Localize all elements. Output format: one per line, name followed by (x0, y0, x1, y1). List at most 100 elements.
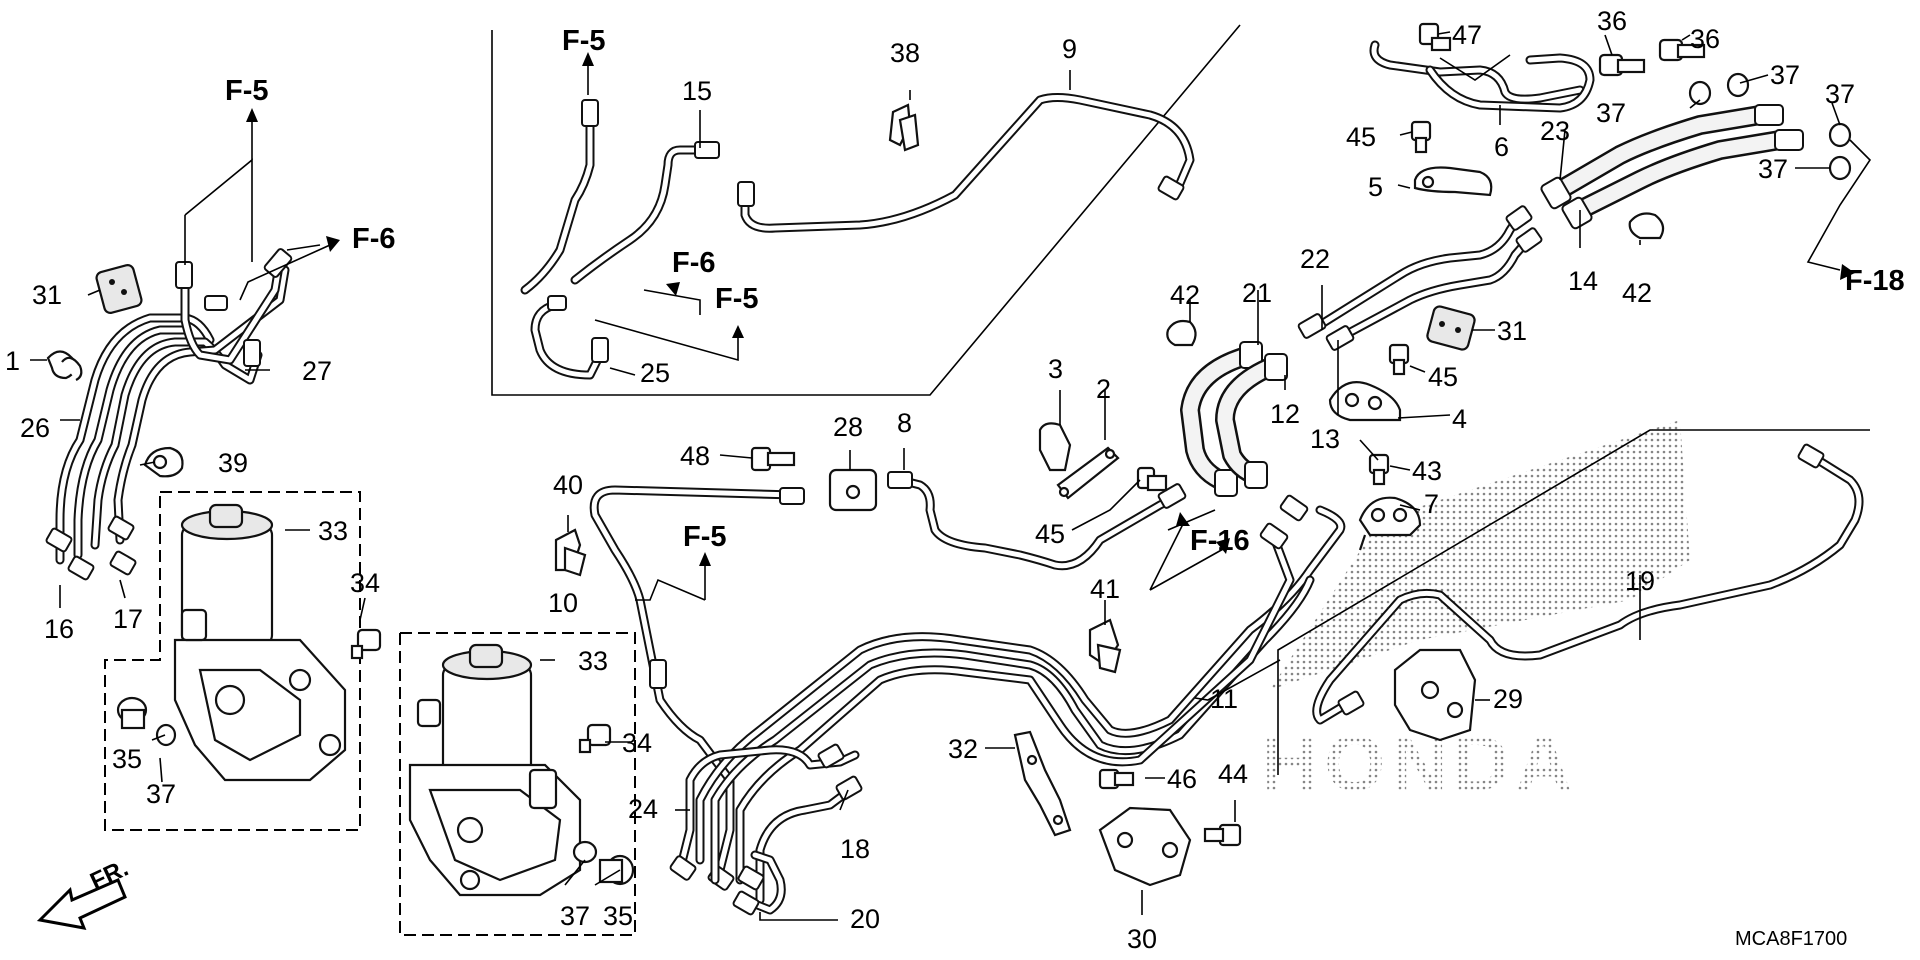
pipe-24 (669, 743, 860, 881)
ref-f6-upper-left: F-6 (352, 223, 396, 255)
callout-19: 19 (1625, 566, 1655, 596)
ref-f5-box-bottom: F-5 (715, 283, 759, 315)
callout-17: 17 (113, 604, 143, 634)
callout-33-left: 33 (318, 516, 348, 546)
callout-48: 48 (680, 441, 710, 471)
callout-2: 2 (1096, 374, 1111, 404)
callout-43: 43 (1412, 456, 1442, 486)
callout-12: 12 (1270, 399, 1300, 429)
washer-37-left (155, 723, 177, 747)
pipe-15 (520, 99, 720, 295)
bolt-47 (1418, 22, 1452, 52)
pipe-18 (755, 775, 863, 905)
callout-37-upper-c: 37 (1825, 79, 1855, 109)
front-direction-arrow: FR. (36, 855, 133, 930)
diagram-code: MCA8F1700 (1735, 928, 1847, 950)
clip-42-right (1628, 212, 1665, 240)
callout-16: 16 (44, 614, 74, 644)
honda-watermark: HONDA (1262, 420, 1690, 807)
bolt-46 (1098, 768, 1135, 790)
callout-41: 41 (1090, 574, 1120, 604)
callout-32: 32 (948, 734, 978, 764)
pipe-19 (1312, 443, 1864, 725)
callout-6: 6 (1494, 132, 1509, 162)
hose-14 (1561, 129, 1804, 230)
clip-41 (1088, 618, 1122, 674)
grommet-31-right (1426, 305, 1476, 351)
callout-29: 29 (1493, 684, 1523, 714)
pipe-8 (887, 471, 1187, 571)
callout-36-left: 36 (1597, 6, 1627, 36)
bracket-32 (1013, 730, 1072, 837)
bolt-44 (1203, 823, 1242, 847)
part-callouts: 31 1 26 27 39 16 17 33 34 35 37 33 34 37… (5, 6, 1855, 954)
pipe-9 (737, 93, 1195, 233)
callout-25: 25 (640, 358, 670, 388)
bolt-43 (1368, 453, 1390, 486)
callout-30: 30 (1127, 924, 1157, 954)
callout-23: 23 (1540, 116, 1570, 146)
ref-f5-middle: F-5 (683, 521, 727, 553)
pipe-6 (1369, 40, 1595, 113)
callout-45-middle: 45 (1035, 519, 1065, 549)
callout-39: 39 (218, 448, 248, 478)
callout-38: 38 (890, 38, 920, 68)
callout-31-right: 31 (1497, 316, 1527, 346)
callout-3: 3 (1048, 354, 1063, 384)
callout-37-left: 37 (146, 779, 176, 809)
clamp-5 (1413, 166, 1493, 197)
joint-28 (828, 468, 878, 512)
honda-wordmark: HONDA (1262, 719, 1578, 807)
callout-37-upper-d: 37 (1758, 154, 1788, 184)
hose-12 (1215, 353, 1288, 489)
callout-22: 22 (1300, 244, 1330, 274)
callout-20: 20 (850, 904, 880, 934)
callout-45-right: 45 (1428, 362, 1458, 392)
bolt-34-right (578, 723, 612, 754)
callout-47: 47 (1452, 20, 1482, 50)
callout-15: 15 (682, 76, 712, 106)
callout-14: 14 (1568, 266, 1598, 296)
callout-8: 8 (897, 408, 912, 438)
callout-42-left: 42 (1170, 280, 1200, 310)
callout-24: 24 (628, 794, 658, 824)
callout-1: 1 (5, 346, 20, 376)
washer-37-upper (1688, 72, 1852, 181)
pipe-25 (530, 295, 609, 380)
callout-28: 28 (833, 412, 863, 442)
callout-46: 46 (1167, 764, 1197, 794)
callout-31-left: 31 (32, 280, 62, 310)
clip-40 (554, 528, 587, 577)
plate-2 (1056, 446, 1120, 500)
callout-33-right: 33 (578, 646, 608, 676)
bolt-36-right (1658, 38, 1706, 62)
modulator-33-left (173, 503, 347, 782)
bolt-45-middle (1136, 466, 1168, 492)
bolt-35-left (116, 696, 148, 730)
clip-39 (143, 446, 184, 478)
callout-37-right: 37 (560, 901, 590, 931)
washer-37-right (572, 840, 598, 864)
callout-5: 5 (1368, 172, 1383, 202)
panel-frames (104, 24, 1870, 936)
callout-45-upper: 45 (1346, 122, 1376, 152)
pipe-assembly-26 (45, 248, 293, 581)
callout-26: 26 (20, 413, 50, 443)
callout-37-upper-b: 37 (1596, 98, 1626, 128)
callout-18: 18 (840, 834, 870, 864)
callout-11: 11 (1210, 684, 1238, 714)
clip-1 (46, 350, 83, 381)
clip-3 (1038, 422, 1072, 472)
clip-42-left (1166, 319, 1197, 347)
callout-9: 9 (1062, 34, 1077, 64)
reference-labels: F-5 F-6 F-5 F-6 F-5 F-5 F-16 F-18 (225, 25, 1905, 557)
callout-42-right: 42 (1622, 278, 1652, 308)
callout-7: 7 (1424, 489, 1439, 519)
bolt-36-left (1598, 53, 1646, 77)
joint-30 (1098, 806, 1192, 887)
ref-f6-box: F-6 (672, 247, 716, 279)
ref-f5-upper-left: F-5 (225, 75, 269, 107)
callout-10: 10 (548, 588, 578, 618)
callout-37-upper-a: 37 (1770, 60, 1800, 90)
